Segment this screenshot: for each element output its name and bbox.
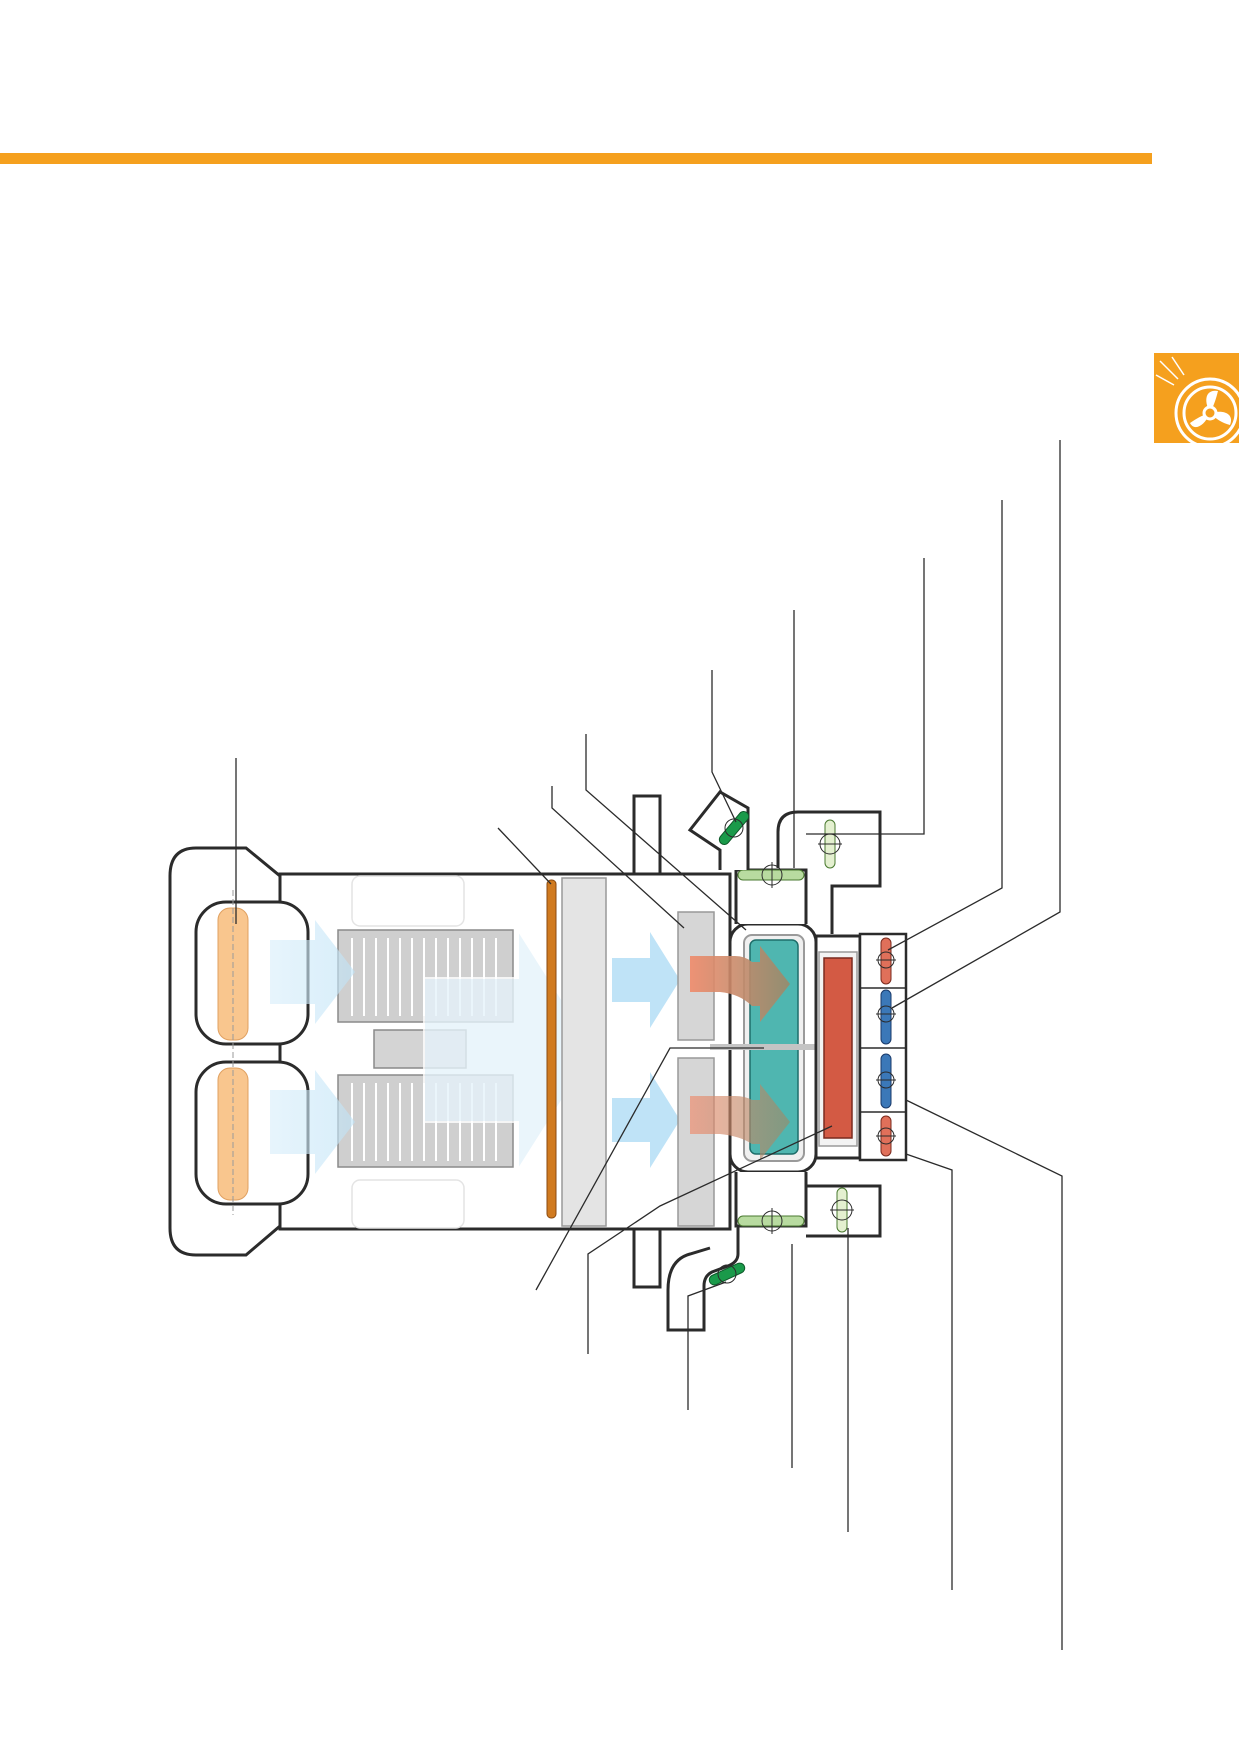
damper-upper-inner xyxy=(737,862,805,888)
cold-water-valve-lower xyxy=(876,1053,896,1109)
hot-water-valve-lower xyxy=(876,1115,896,1157)
leader-lines xyxy=(235,440,1063,1650)
damper-lower-green xyxy=(708,1262,746,1286)
upper-recirc-duct xyxy=(687,790,750,870)
lower-recirc-duct xyxy=(666,1226,740,1332)
header-accent-rule xyxy=(0,153,1152,164)
damper-lower-inner xyxy=(737,1208,805,1234)
sound-attenuator-lower xyxy=(677,1057,715,1227)
heating-coil xyxy=(823,957,853,1139)
airflow-arrow-upper-right xyxy=(612,932,680,1028)
airflow-arrow-lower-right xyxy=(612,1072,680,1168)
fine-filter xyxy=(561,877,607,1227)
heat-arrow-upper xyxy=(690,946,790,1022)
damper-upper-outer xyxy=(818,819,842,869)
airflow-arrow-lower-left xyxy=(270,1070,355,1174)
fan-icon xyxy=(1154,353,1239,443)
lower-outer-duct xyxy=(806,1184,882,1238)
cold-water-valve-upper xyxy=(876,989,896,1045)
pre-filter-strip xyxy=(546,879,557,1219)
damper-lower-outer xyxy=(830,1187,854,1233)
upper-outer-duct xyxy=(776,810,882,934)
airflow-arrow-upper-left xyxy=(270,920,355,1024)
heat-arrow-lower xyxy=(690,1084,790,1160)
